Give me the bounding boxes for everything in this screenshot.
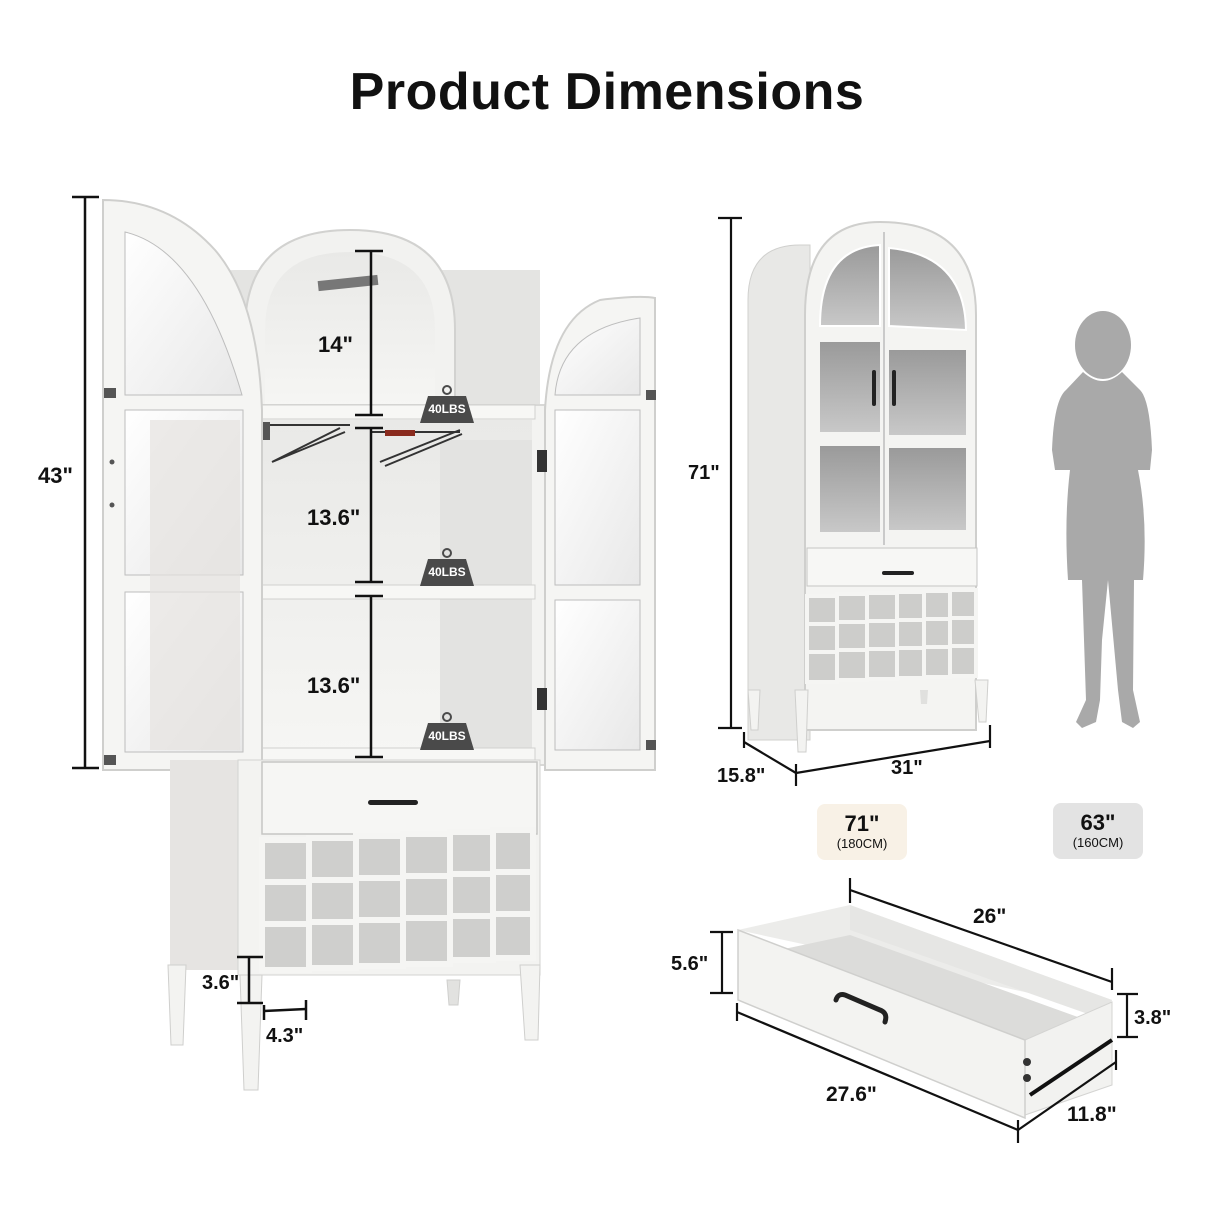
drawer-illustration (737, 905, 1114, 1120)
middle-compartment-height-label: 13.6" (307, 505, 361, 530)
bottom-shelf-load-badge: 40LBS (416, 712, 478, 752)
drawer-side-height-label: 3.8" (1134, 1007, 1172, 1029)
weight-icon (420, 712, 474, 750)
cabinet-width-label: 31" (891, 757, 923, 779)
top-shelf-load-badge: 40LBS (416, 385, 478, 425)
drawer-dimension-lines (710, 878, 1138, 1143)
weight-icon (420, 548, 474, 586)
top-compartment-height-label: 14" (318, 332, 353, 357)
middle-shelf-load-badge: 40LBS (416, 548, 478, 588)
open-cabinet-dimension-lines (72, 195, 383, 1020)
door-height-label: 43" (38, 463, 73, 488)
person-height-comparison-badge: 63" (160CM) (1053, 803, 1143, 859)
drawer-depth-label: 11.8" (1067, 1103, 1117, 1126)
drawer-inner-length-label: 26" (973, 905, 1007, 928)
drawer-outer-length-label: 27.6" (826, 1083, 877, 1106)
page-title: Product Dimensions (349, 63, 865, 121)
closed-cabinet-illustration (747, 220, 989, 753)
person-silhouette (1052, 311, 1152, 728)
cabinet-height-comparison-badge: 71" (180CM) (817, 804, 907, 860)
cubby-width-label: 4.3" (266, 1025, 304, 1047)
bottom-compartment-height-label: 13.6" (307, 673, 361, 698)
weight-icon (420, 385, 474, 423)
cabinet-depth-label: 15.8" (717, 765, 766, 787)
closed-cabinet-dimension-lines (718, 216, 992, 786)
open-cabinet-illustration (102, 198, 656, 1091)
cabinet-height-label: 71" (688, 462, 720, 484)
cubby-height-label: 3.6" (202, 972, 240, 994)
drawer-front-height-label: 5.6" (671, 953, 709, 975)
